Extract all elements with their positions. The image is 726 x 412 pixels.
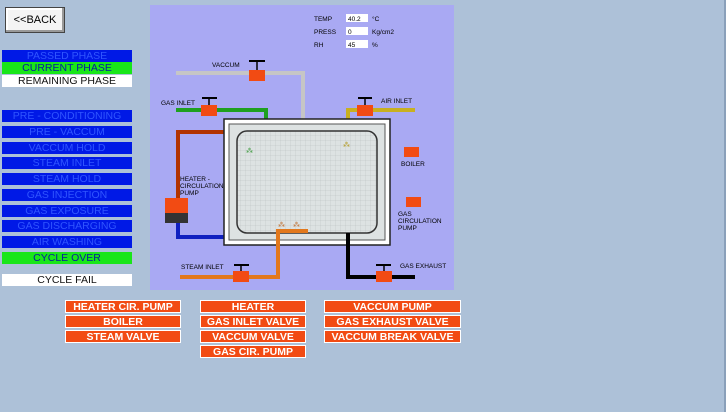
phase-pre-conditioning: PRE - CONDITIONING [2, 110, 132, 122]
air-inlet-valve [357, 105, 373, 116]
press-value-box [346, 27, 368, 35]
heater-cir-pump-status: HEATER CIR. PUMP [65, 300, 181, 313]
temp-value-box [346, 14, 368, 22]
press-unit: Kg/cm2 [372, 29, 394, 36]
gas-nozzle-icon: ⁂ [246, 147, 253, 155]
heater-pump-label-2: CIRCULATION [180, 183, 224, 190]
press-value: 0 [348, 29, 352, 36]
boiler-indicator [404, 147, 419, 157]
phase-cycle-over: CYCLE OVER [2, 252, 132, 264]
heater-pump-label-1: HEATER - [180, 176, 210, 183]
gas-inlet-label: GAS INLET [161, 100, 195, 107]
steam-inlet-label: STEAM INLET [181, 264, 224, 271]
gas-inlet-valve-status: GAS INLET VALVE [200, 315, 306, 328]
boiler-label: BOILER [401, 161, 425, 168]
vaccum-valve [249, 70, 265, 81]
gas-exhaust-valve [376, 271, 392, 282]
rh-value-box [346, 40, 368, 48]
vaccum-label: VACCUM [212, 62, 240, 69]
steam-inlet-valve [233, 271, 249, 282]
vaccum-pump-status: VACCUM PUMP [324, 300, 461, 313]
rh-label: RH [314, 42, 324, 49]
gas-inlet-valve [201, 105, 217, 116]
heater-pump-label-3: PUMP [180, 190, 199, 197]
phase-gas-exposure: GAS EXPOSURE [2, 205, 132, 217]
phase-gas-discharging: GAS DISCHARGING [2, 220, 132, 232]
heater-status: HEATER [200, 300, 306, 313]
gas-cir-pump-status: GAS CIR. PUMP [200, 345, 306, 358]
steam-nozzle-icon-2: ⁂ [293, 221, 300, 229]
gas-circ-label-2: CIRCULATION [398, 218, 442, 225]
air-inlet-label: AIR INLET [381, 98, 412, 105]
gas-exhaust-pipe [346, 233, 415, 279]
phase-gas-injection: GAS INJECTION [2, 189, 132, 201]
press-label: PRESS [314, 29, 337, 36]
air-nozzle-icon: ⁂ [343, 141, 350, 149]
gas-circulation-pump-indicator [406, 197, 421, 207]
phase-pre-vaccum: PRE - VACCUM [2, 126, 132, 138]
vaccum-valve-status: VACCUM VALVE [200, 330, 306, 343]
temp-label: TEMP [314, 16, 332, 23]
rh-value: 45 [348, 42, 356, 49]
vacuum-pipe [176, 71, 305, 135]
heater-loop-pipe-bottom [176, 223, 227, 239]
diagram-svg: TEMP 40.2 °C PRESS 0 Kg/cm2 RH 45 % VACC… [161, 14, 446, 282]
phase-steam-inlet: STEAM INLET [2, 157, 132, 169]
heater-loop-pipe-top [176, 130, 224, 202]
vaccum-break-valve-status: VACCUM BREAK VALVE [324, 330, 461, 343]
process-diagram: TEMP 40.2 °C PRESS 0 Kg/cm2 RH 45 % VACC… [150, 5, 454, 290]
heater-pump-base [165, 213, 188, 223]
boiler-status: BOILER [65, 315, 181, 328]
gas-circ-label-1: GAS [398, 211, 412, 218]
phase-steam-hold: STEAM HOLD [2, 173, 132, 185]
legend-passed-phase: PASSED PHASE [2, 50, 132, 62]
heater-pump-body [165, 198, 188, 213]
temp-value: 40.2 [348, 16, 361, 23]
gas-exhaust-valve-status: GAS EXHAUST VALVE [324, 315, 461, 328]
steam-valve-status: STEAM VALVE [65, 330, 181, 343]
rh-unit: % [372, 42, 378, 49]
gas-exhaust-label: GAS EXHAUST [400, 263, 446, 270]
chamber-inner [236, 130, 378, 234]
gas-circ-label-3: PUMP [398, 225, 417, 232]
steam-inlet-pipe [180, 229, 308, 279]
legend-current-phase: CURRENT PHASE [2, 62, 132, 74]
back-button[interactable]: <<BACK [5, 7, 65, 33]
phase-air-washing: AIR WASHING [2, 236, 132, 248]
legend-remaining-phase: REMAINING PHASE [2, 75, 132, 87]
steam-nozzle-icon: ⁂ [278, 221, 285, 229]
cycle-fail-indicator: CYCLE FAIL [2, 274, 132, 286]
phase-vaccum-hold: VACCUM HOLD [2, 142, 132, 154]
temp-unit: °C [372, 15, 380, 23]
